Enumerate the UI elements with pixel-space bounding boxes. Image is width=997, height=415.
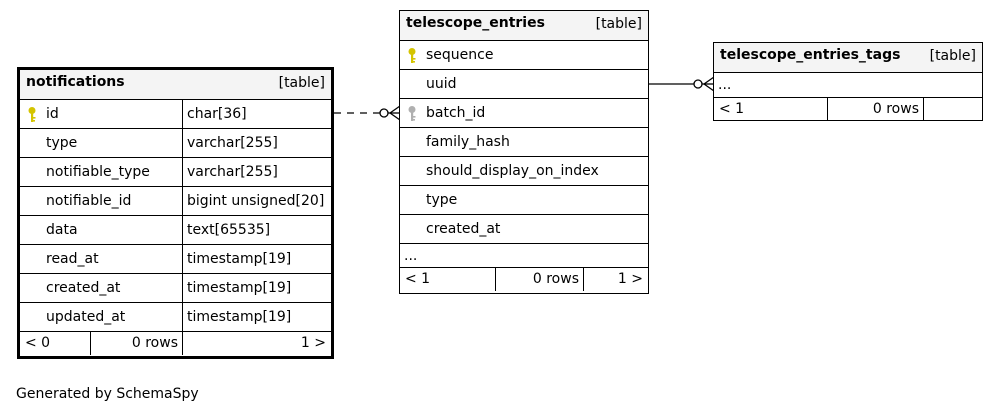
table-notifications[interactable]: notifications [table] id char[36] type varc… — [17, 67, 334, 359]
column-row[interactable]: uuid — [400, 69, 648, 98]
table-footer: < 1 0 rows — [714, 97, 982, 121]
row-count: 0 rows — [90, 332, 182, 355]
column-name: should_display_on_index — [426, 163, 599, 179]
column-row[interactable]: type varchar[255] — [20, 128, 331, 157]
table-footer: < 1 0 rows 1 > — [400, 267, 648, 291]
table-type-label: [table] — [595, 16, 642, 32]
column-row[interactable]: created_at timestamp[19] — [20, 273, 331, 302]
children-count[interactable]: 1 > — [182, 332, 331, 355]
zero-optional-marker — [693, 79, 703, 89]
column-type: bigint unsigned[20] — [182, 187, 324, 215]
table-type-label: [table] — [929, 48, 976, 64]
table-telescope-entries-tags[interactable]: telescope_entries_tags [table] ... < 1 0… — [713, 42, 983, 121]
column-row[interactable]: notifiable_id bigint unsigned[20] — [20, 186, 331, 215]
generated-by-note: Generated by SchemaSpy — [16, 386, 199, 402]
column-row[interactable]: batch_id — [400, 98, 648, 127]
column-type: varchar[255] — [182, 158, 278, 186]
column-row[interactable]: notifiable_type varchar[255] — [20, 157, 331, 186]
column-row[interactable]: sequence — [400, 40, 648, 69]
primary-key-icon — [26, 106, 38, 124]
ellipsis: ... — [718, 77, 732, 93]
column-name: read_at — [46, 251, 99, 267]
column-row[interactable]: type — [400, 185, 648, 214]
column-row[interactable]: id char[36] — [20, 99, 331, 128]
row-count: 0 rows — [495, 268, 583, 291]
more-columns-row: ... — [714, 72, 982, 97]
column-name: sequence — [426, 47, 494, 63]
table-telescope-entries[interactable]: telescope_entries [table] sequence uuid ba… — [399, 10, 649, 294]
column-row[interactable]: should_display_on_index — [400, 156, 648, 185]
column-type: varchar[255] — [182, 129, 278, 157]
crowfoot-upper — [703, 76, 715, 85]
column-row[interactable]: data text[65535] — [20, 215, 331, 244]
column-row[interactable]: created_at — [400, 214, 648, 243]
parents-count[interactable]: < 1 — [719, 101, 745, 117]
table-header: notifications [table] — [20, 70, 331, 99]
table-header: telescope_entries [table] — [400, 11, 648, 40]
column-name: uuid — [426, 76, 457, 92]
table-name[interactable]: telescope_entries — [406, 15, 545, 31]
parents-count[interactable]: < 1 — [405, 271, 431, 287]
column-name: id — [46, 106, 59, 122]
column-type: timestamp[19] — [182, 245, 291, 273]
primary-key-icon — [406, 47, 418, 65]
table-name[interactable]: telescope_entries_tags — [720, 47, 901, 63]
table-footer: < 0 0 rows 1 > — [20, 331, 331, 355]
more-columns-row: ... — [400, 243, 648, 267]
column-name: created_at — [426, 221, 501, 237]
index-key-icon — [406, 105, 418, 123]
children-count[interactable]: 1 > — [583, 268, 648, 291]
table-header: telescope_entries_tags [table] — [714, 43, 982, 72]
column-name: updated_at — [46, 309, 126, 325]
column-name: notifiable_id — [46, 193, 132, 209]
table-name[interactable]: notifications — [26, 74, 125, 90]
row-count: 0 rows — [827, 98, 923, 121]
table-type-label: [table] — [278, 75, 325, 91]
column-type: timestamp[19] — [182, 274, 291, 302]
column-name: family_hash — [426, 134, 510, 150]
column-name: type — [426, 192, 458, 208]
zero-optional-marker — [379, 108, 389, 118]
parents-count[interactable]: < 0 — [25, 335, 51, 351]
crowfoot-upper — [389, 105, 401, 114]
column-name: type — [46, 135, 78, 151]
column-name: created_at — [46, 280, 121, 296]
column-name: data — [46, 222, 78, 238]
crowfoot-lower — [703, 83, 715, 92]
column-row[interactable]: updated_at timestamp[19] — [20, 302, 331, 331]
column-type: timestamp[19] — [182, 303, 291, 331]
column-type: char[36] — [182, 100, 247, 128]
ellipsis: ... — [404, 248, 418, 264]
column-type: text[65535] — [182, 216, 270, 244]
column-row[interactable]: read_at timestamp[19] — [20, 244, 331, 273]
children-count[interactable] — [923, 98, 982, 121]
column-name: notifiable_type — [46, 164, 150, 180]
column-row[interactable]: family_hash — [400, 127, 648, 156]
crowfoot-lower — [389, 112, 401, 121]
column-name: batch_id — [426, 105, 486, 121]
